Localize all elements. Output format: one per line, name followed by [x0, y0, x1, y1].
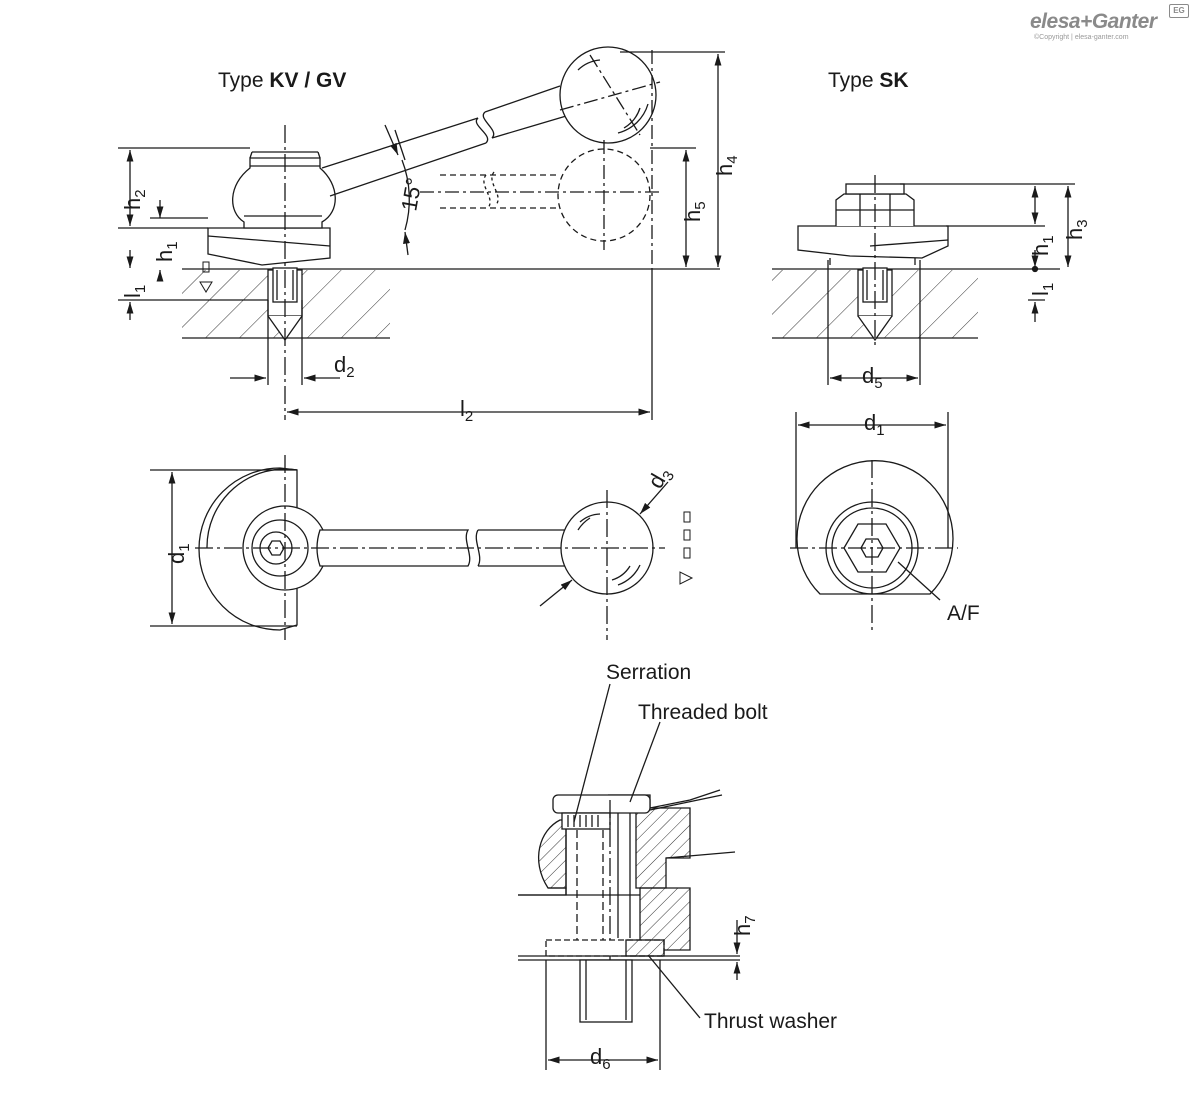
dim-h4: h4 [712, 155, 741, 176]
kv-surface-symbols [199, 261, 213, 293]
detail-section [518, 683, 741, 1070]
dim-h7: h7 [730, 915, 759, 936]
dim-d2: d2 [334, 352, 355, 381]
kv-top-surface-symbols [679, 511, 694, 585]
dim-l1: l1 [120, 285, 149, 298]
dim-h2: h2 [120, 189, 149, 210]
sk-top-view [790, 412, 958, 630]
logo-wordmark: elesa+Ganter [1030, 10, 1157, 33]
callout-af: A/F [947, 602, 980, 625]
dim-d5: d5 [862, 363, 883, 392]
dim-d3: d3 [643, 462, 678, 494]
dim-h1: h1 [152, 241, 181, 262]
logo-badge: EG [1169, 4, 1189, 18]
dim-sk-l1: l1 [1028, 283, 1057, 296]
dim-sk-h3: h3 [1062, 219, 1091, 240]
kv-dimension-lines [118, 51, 725, 416]
title-sk: Type SK [828, 69, 909, 92]
callout-thrust-washer: Thrust washer [704, 1010, 837, 1033]
title-kv-gv: Type KV / GV [218, 69, 346, 92]
kv-gv-side-view [182, 46, 720, 420]
callout-serration: Serration [606, 661, 691, 684]
callout-threaded-bolt: Threaded bolt [638, 701, 768, 724]
kv-gv-top-view [150, 455, 669, 640]
dim-h5: h5 [680, 201, 709, 222]
dim-d1: d1 [164, 543, 193, 564]
dim-angle: 15° [396, 176, 426, 213]
dim-sk-h1: h1 [1028, 235, 1057, 256]
dim-sk-d1: d1 [864, 410, 885, 439]
dim-d6: d6 [590, 1044, 611, 1073]
sk-side-view [772, 175, 1075, 385]
dim-l2: l2 [460, 396, 473, 425]
logo-copyright: ©Copyright | elesa-ganter.com [1034, 34, 1129, 41]
brand-logo: elesa+Ganter EG ©Copyright | elesa-gante… [1030, 4, 1190, 46]
